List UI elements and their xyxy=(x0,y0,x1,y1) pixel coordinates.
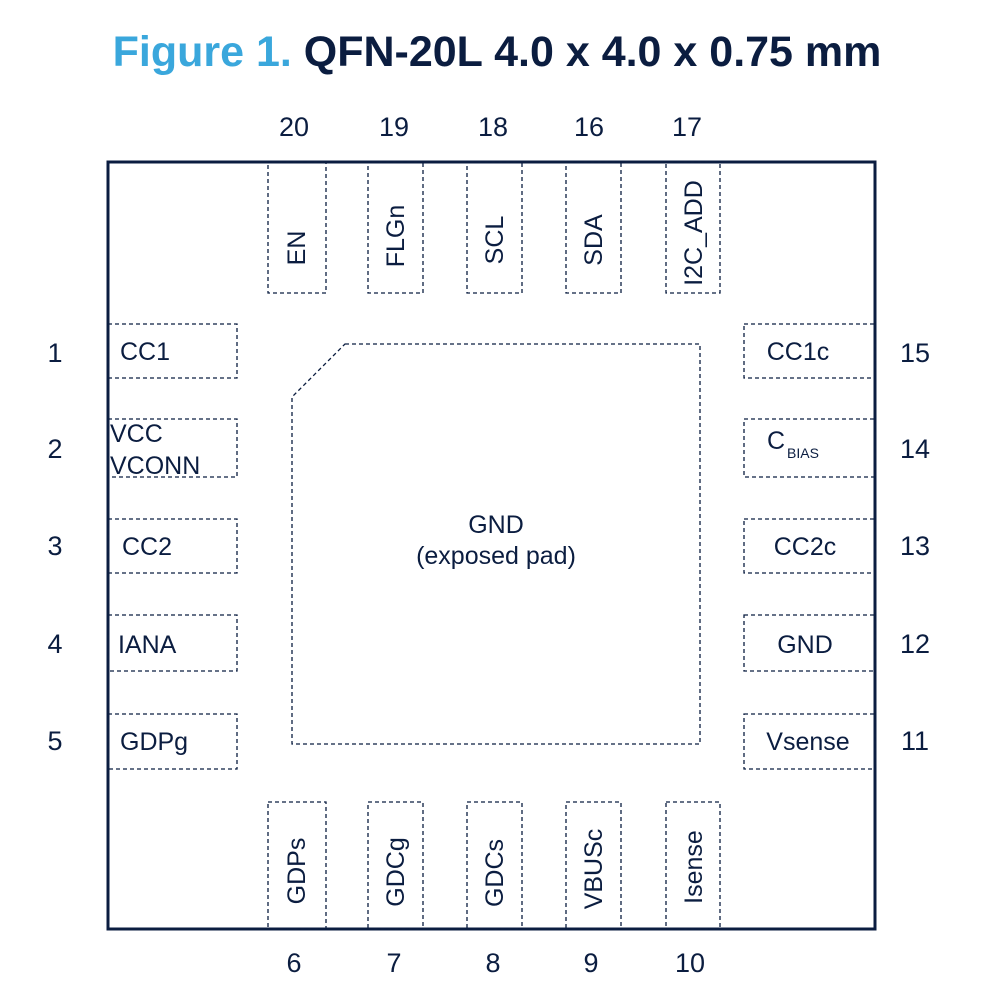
pin-7: 7 GDCg xyxy=(367,801,424,978)
pin-number: 12 xyxy=(900,629,930,659)
exposed-pad xyxy=(291,343,701,745)
pin-number: 4 xyxy=(47,629,62,659)
pin-8: 8 GDCs xyxy=(466,801,523,978)
pin-pad xyxy=(743,418,876,478)
pin-number: 19 xyxy=(379,112,409,142)
pin-number: 17 xyxy=(672,112,702,142)
pin-label: C xyxy=(767,427,785,455)
pin-label: FLGn xyxy=(382,205,410,268)
pin-label: GDCs xyxy=(481,839,509,907)
package-name: QFN-20L 4.0 x 4.0 x 0.75 mm xyxy=(303,28,882,76)
pin-label: Vsense xyxy=(766,728,849,756)
pin-number: 9 xyxy=(583,948,598,978)
pin-number: 10 xyxy=(675,948,705,978)
pin-pad xyxy=(267,801,327,930)
pin-pad xyxy=(743,323,876,379)
pin-label: SDA xyxy=(580,214,608,266)
pin-number: 1 xyxy=(47,338,62,368)
pin-12: 12 GND xyxy=(743,614,930,672)
top-pins: 20 EN 19 FLGn 18 SCL 16 SDA 17 I2C_ADD xyxy=(267,112,721,294)
pin-label: VCC xyxy=(110,420,163,448)
figure-number: Figure 1. xyxy=(112,28,292,76)
bottom-pins: 6 GDPs 7 GDCg 8 GDCs 9 VBUSc 10 Isense xyxy=(267,801,721,978)
left-pins: 1 CC1 2 VCC VCONN 3 CC2 4 IANA 5 GDPg xyxy=(47,323,238,770)
pin-label: GDPg xyxy=(120,728,188,756)
pin-pad xyxy=(107,518,238,574)
pin-label: Isense xyxy=(680,830,708,904)
figure-title: Figure 1. QFN-20L 4.0 x 4.0 x 0.75 mm xyxy=(0,28,994,77)
pin-label: SCL xyxy=(481,216,509,265)
pin-pad xyxy=(107,418,238,478)
pin-13: 13 CC2c xyxy=(743,518,930,574)
pin-label-2: VCONN xyxy=(110,452,200,480)
pin-19: 19 FLGn xyxy=(367,112,424,294)
pin-pad xyxy=(466,161,523,294)
pin-17: 17 I2C_ADD xyxy=(665,112,721,294)
pin-20: 20 EN xyxy=(267,112,327,294)
pin-9: 9 VBUSc xyxy=(565,801,622,978)
pin-number: 2 xyxy=(47,434,62,464)
pin-label: GDCg xyxy=(382,837,410,906)
pin-5: 5 GDPg xyxy=(47,713,238,770)
pin-label: CC2c xyxy=(774,533,837,561)
pin-number: 18 xyxy=(478,112,508,142)
pin-1: 1 CC1 xyxy=(47,323,238,379)
pin-pad xyxy=(107,323,238,379)
pin-label: GND xyxy=(777,631,833,659)
pin-number: 13 xyxy=(900,531,930,561)
pin-pad xyxy=(565,161,622,294)
pin-15: 15 CC1c xyxy=(743,323,930,379)
pin-pad xyxy=(743,614,876,672)
pin-pad xyxy=(743,713,876,770)
pin-label: CC1c xyxy=(767,338,830,366)
pin-label: EN xyxy=(283,231,311,266)
pin-number: 3 xyxy=(47,531,62,561)
pin-11: 11 Vsense xyxy=(743,713,929,770)
pin-pad xyxy=(665,161,721,294)
pin-pad xyxy=(107,713,238,770)
right-pins: 15 CC1c 14 C BIAS 13 CC2c 12 GND 11 Vsen… xyxy=(743,323,930,770)
pin-number: 8 xyxy=(485,948,500,978)
pin-pad xyxy=(367,161,424,294)
exposed-pad-sublabel: (exposed pad) xyxy=(416,542,576,570)
pin-pad xyxy=(267,161,327,294)
pin-label: CC2 xyxy=(122,533,172,561)
pin-label: IANA xyxy=(118,631,177,659)
pin-16: 16 SDA xyxy=(565,112,622,294)
pin-label-subscript: BIAS xyxy=(787,445,819,461)
pin-4: 4 IANA xyxy=(47,614,238,672)
pin-label: I2C_ADD xyxy=(680,180,708,286)
pin-2: 2 VCC VCONN xyxy=(47,418,238,480)
pin-label: GDPs xyxy=(283,838,311,905)
pin-18: 18 SCL xyxy=(466,112,523,294)
pin-number: 6 xyxy=(286,948,301,978)
pin-label: CC1 xyxy=(120,338,170,366)
pin-number: 11 xyxy=(901,726,929,756)
pin-number: 14 xyxy=(900,434,930,464)
pin-pad xyxy=(743,518,876,574)
pin-3: 3 CC2 xyxy=(47,518,238,574)
pin-number: 20 xyxy=(279,112,309,142)
exposed-pad-label: GND xyxy=(468,511,524,539)
pin-number: 16 xyxy=(574,112,604,142)
pin-number: 7 xyxy=(386,948,401,978)
pin-number: 15 xyxy=(900,338,930,368)
pin-14: 14 C BIAS xyxy=(743,418,930,478)
pin-label: VBUSc xyxy=(580,829,608,910)
pin-pad xyxy=(107,614,238,672)
pin-number: 5 xyxy=(47,726,62,756)
pin-10: 10 Isense xyxy=(665,801,721,978)
pin-6: 6 GDPs xyxy=(267,801,327,978)
